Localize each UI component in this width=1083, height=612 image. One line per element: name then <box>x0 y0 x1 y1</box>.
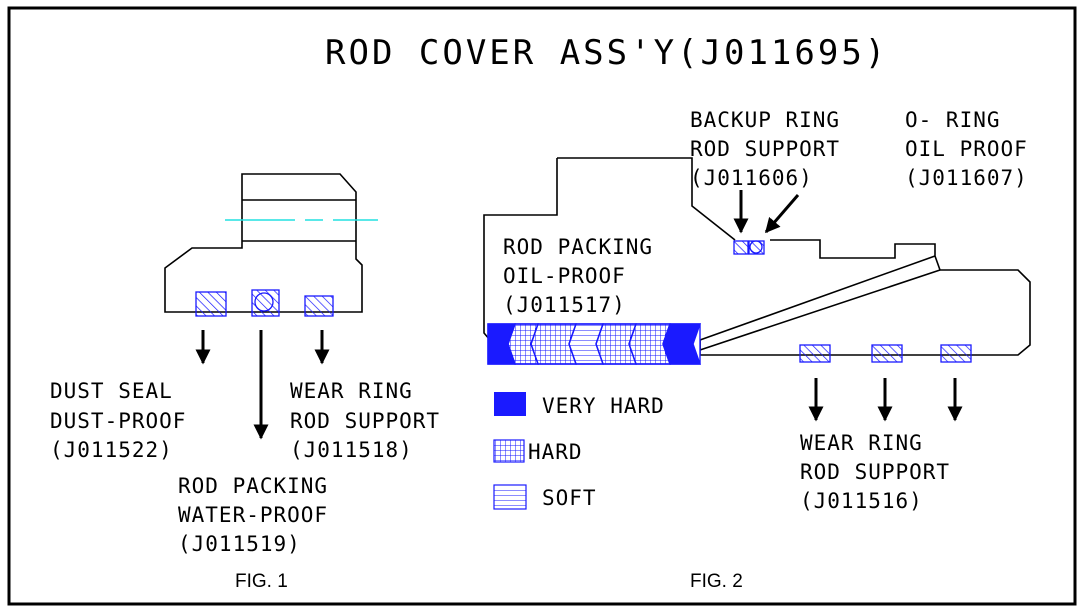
svg-text:DUST SEAL: DUST SEAL <box>50 379 173 403</box>
legend-very-hard-swatch <box>494 392 526 416</box>
fig2-caption: FIG. 2 <box>690 571 743 592</box>
legend-hard-swatch <box>493 439 525 463</box>
svg-text:(J011522): (J011522) <box>50 438 173 462</box>
drawing-title: ROD COVER ASS'Y(J011695) <box>325 33 888 73</box>
fig1-seals <box>195 289 334 317</box>
legend-soft-label: SOFT <box>542 486 597 510</box>
svg-text:BACKUP RING: BACKUP RING <box>690 108 840 132</box>
legend-hard-label: HARD <box>528 440 583 464</box>
fig2-backup-o-ring <box>733 240 765 255</box>
svg-text:(J011516): (J011516) <box>800 489 923 513</box>
svg-text:WEAR RING: WEAR RING <box>800 431 923 455</box>
svg-text:(J011606): (J011606) <box>690 166 813 190</box>
svg-text:OIL PROOF: OIL PROOF <box>905 137 1028 161</box>
fig1-caption: FIG. 1 <box>235 571 288 592</box>
svg-text:DUST-PROOF: DUST-PROOF <box>50 409 186 433</box>
fig2-rod-packing-stack <box>487 323 701 365</box>
fig1-dust-seal-label: DUST SEAL DUST-PROOF (J011522) <box>50 379 186 462</box>
svg-text:O- RING: O- RING <box>905 108 1001 132</box>
svg-text:WEAR RING: WEAR RING <box>290 379 413 403</box>
legend-very-hard-label: VERY HARD <box>542 394 665 418</box>
svg-text:ROD SUPPORT: ROD SUPPORT <box>290 409 440 433</box>
fig1-wear-ring-label: WEAR RING ROD SUPPORT (J011518) <box>290 379 440 462</box>
fig2-arrows <box>733 190 963 422</box>
svg-text:WATER-PROOF: WATER-PROOF <box>178 503 328 527</box>
svg-text:(J011517): (J011517) <box>503 293 626 317</box>
drawing-border <box>7 6 1077 606</box>
svg-text:ROD PACKING: ROD PACKING <box>178 474 328 498</box>
fig2-backup-ring-label: BACKUP RING ROD SUPPORT (J011606) <box>690 108 840 190</box>
fig2-o-ring-label: O- RING OIL PROOF (J011607) <box>905 108 1028 190</box>
legend: VERY HARD HARD SOFT <box>493 392 665 510</box>
fig1-arrows <box>195 330 330 440</box>
svg-text:(J011518): (J011518) <box>290 438 413 462</box>
svg-text:(J011607): (J011607) <box>905 166 1028 190</box>
svg-text:(J011519): (J011519) <box>178 532 301 556</box>
fig2-wear-ring-label: WEAR RING ROD SUPPORT (J011516) <box>800 431 950 513</box>
svg-text:OIL-PROOF: OIL-PROOF <box>503 264 626 288</box>
fig1-body <box>164 173 363 313</box>
fig1-rod-packing-label: ROD PACKING WATER-PROOF (J011519) <box>178 474 328 556</box>
svg-text:ROD SUPPORT: ROD SUPPORT <box>690 137 840 161</box>
legend-soft-swatch <box>493 484 527 510</box>
svg-text:ROD SUPPORT: ROD SUPPORT <box>800 460 950 484</box>
fig2-rod-packing-label: ROD PACKING OIL-PROOF (J011517) <box>503 235 653 317</box>
fig2-body <box>483 157 1031 356</box>
svg-text:ROD PACKING: ROD PACKING <box>503 235 653 259</box>
fig2-wear-rings <box>799 344 972 363</box>
